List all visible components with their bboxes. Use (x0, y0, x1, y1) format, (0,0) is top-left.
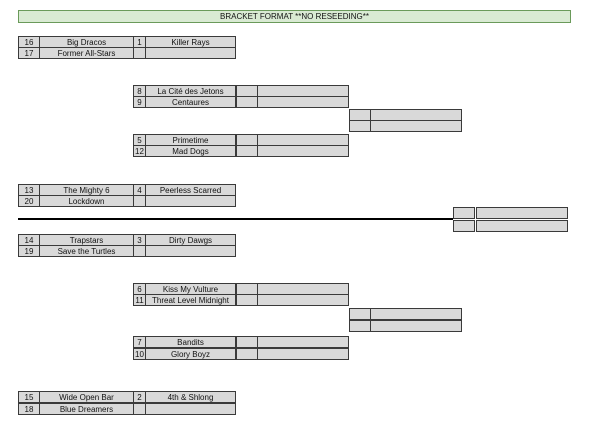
seed-cell[interactable]: 17 (18, 47, 40, 59)
bracket-divider (18, 218, 453, 220)
empty-cell[interactable] (370, 320, 462, 332)
empty-cell[interactable] (145, 403, 236, 415)
empty-cell[interactable] (257, 145, 349, 157)
empty-cell[interactable] (476, 207, 568, 219)
seed-cell[interactable]: 15 (18, 391, 40, 403)
seed-cell[interactable]: 18 (18, 403, 40, 415)
bracket-title: BRACKET FORMAT **NO RESEEDING** (18, 10, 571, 23)
empty-cell[interactable] (145, 245, 236, 257)
empty-cell[interactable] (370, 120, 462, 132)
empty-cell[interactable] (370, 308, 462, 320)
empty-cell[interactable] (453, 220, 475, 232)
empty-cell[interactable] (236, 294, 258, 306)
empty-cell[interactable] (236, 96, 258, 108)
empty-cell[interactable] (257, 294, 349, 306)
team-cell[interactable]: Former All-Stars (39, 47, 134, 59)
empty-cell[interactable] (145, 47, 236, 59)
seed-cell[interactable]: 19 (18, 245, 40, 257)
empty-cell[interactable] (349, 120, 371, 132)
team-cell[interactable]: Threat Level Midnight (145, 294, 236, 306)
team-cell[interactable]: Centaures (145, 96, 236, 108)
empty-cell[interactable] (476, 220, 568, 232)
empty-cell[interactable] (349, 308, 371, 320)
empty-cell[interactable] (236, 145, 258, 157)
team-cell[interactable]: Blue Dreamers (39, 403, 134, 415)
team-cell[interactable]: Lockdown (39, 195, 134, 207)
empty-cell[interactable] (349, 320, 371, 332)
team-cell[interactable]: Wide Open Bar (39, 391, 134, 403)
seed-cell[interactable]: 20 (18, 195, 40, 207)
team-cell[interactable]: Mad Dogs (145, 145, 236, 157)
empty-cell[interactable] (257, 348, 349, 360)
empty-cell[interactable] (236, 336, 258, 348)
team-cell[interactable]: Save the Turtles (39, 245, 134, 257)
empty-cell[interactable] (257, 336, 349, 348)
empty-cell[interactable] (145, 195, 236, 207)
team-cell[interactable]: Bandits (145, 336, 236, 348)
empty-cell[interactable] (236, 348, 258, 360)
seed-cell[interactable]: 2 (133, 391, 146, 403)
empty-cell[interactable] (453, 207, 475, 219)
team-cell[interactable]: Glory Boyz (145, 348, 236, 360)
team-cell[interactable]: 4th & Shlong (145, 391, 236, 403)
empty-cell[interactable] (257, 96, 349, 108)
